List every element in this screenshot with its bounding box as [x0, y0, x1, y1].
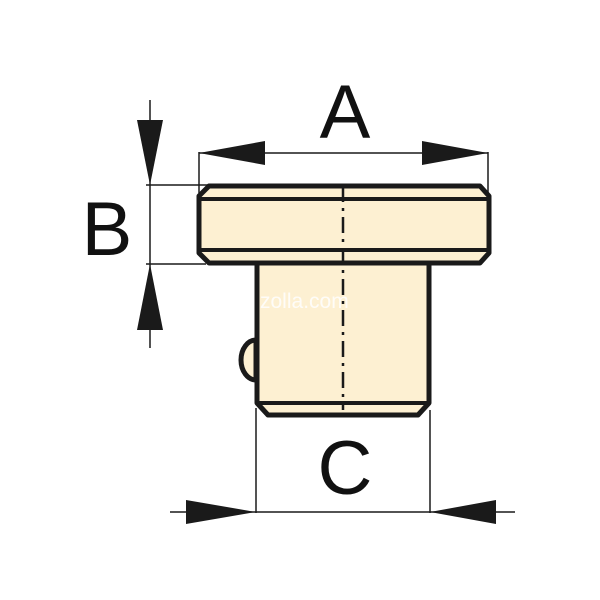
arrow-left-icon [430, 500, 496, 524]
arrow-right-icon [186, 500, 256, 524]
dimension-label-a: A [320, 70, 371, 155]
dimension-a [198, 141, 489, 193]
side-nub [238, 337, 259, 383]
arrow-right-icon [422, 141, 488, 165]
dimension-label-c: C [318, 426, 373, 511]
dimension-c [170, 408, 515, 524]
arrow-up-icon [137, 264, 163, 330]
dimension-b [137, 100, 208, 348]
arrow-down-icon [137, 120, 163, 185]
dimension-label-b: B [82, 187, 133, 272]
arrow-left-icon [199, 141, 265, 165]
watermark: zolla.com [260, 290, 349, 313]
